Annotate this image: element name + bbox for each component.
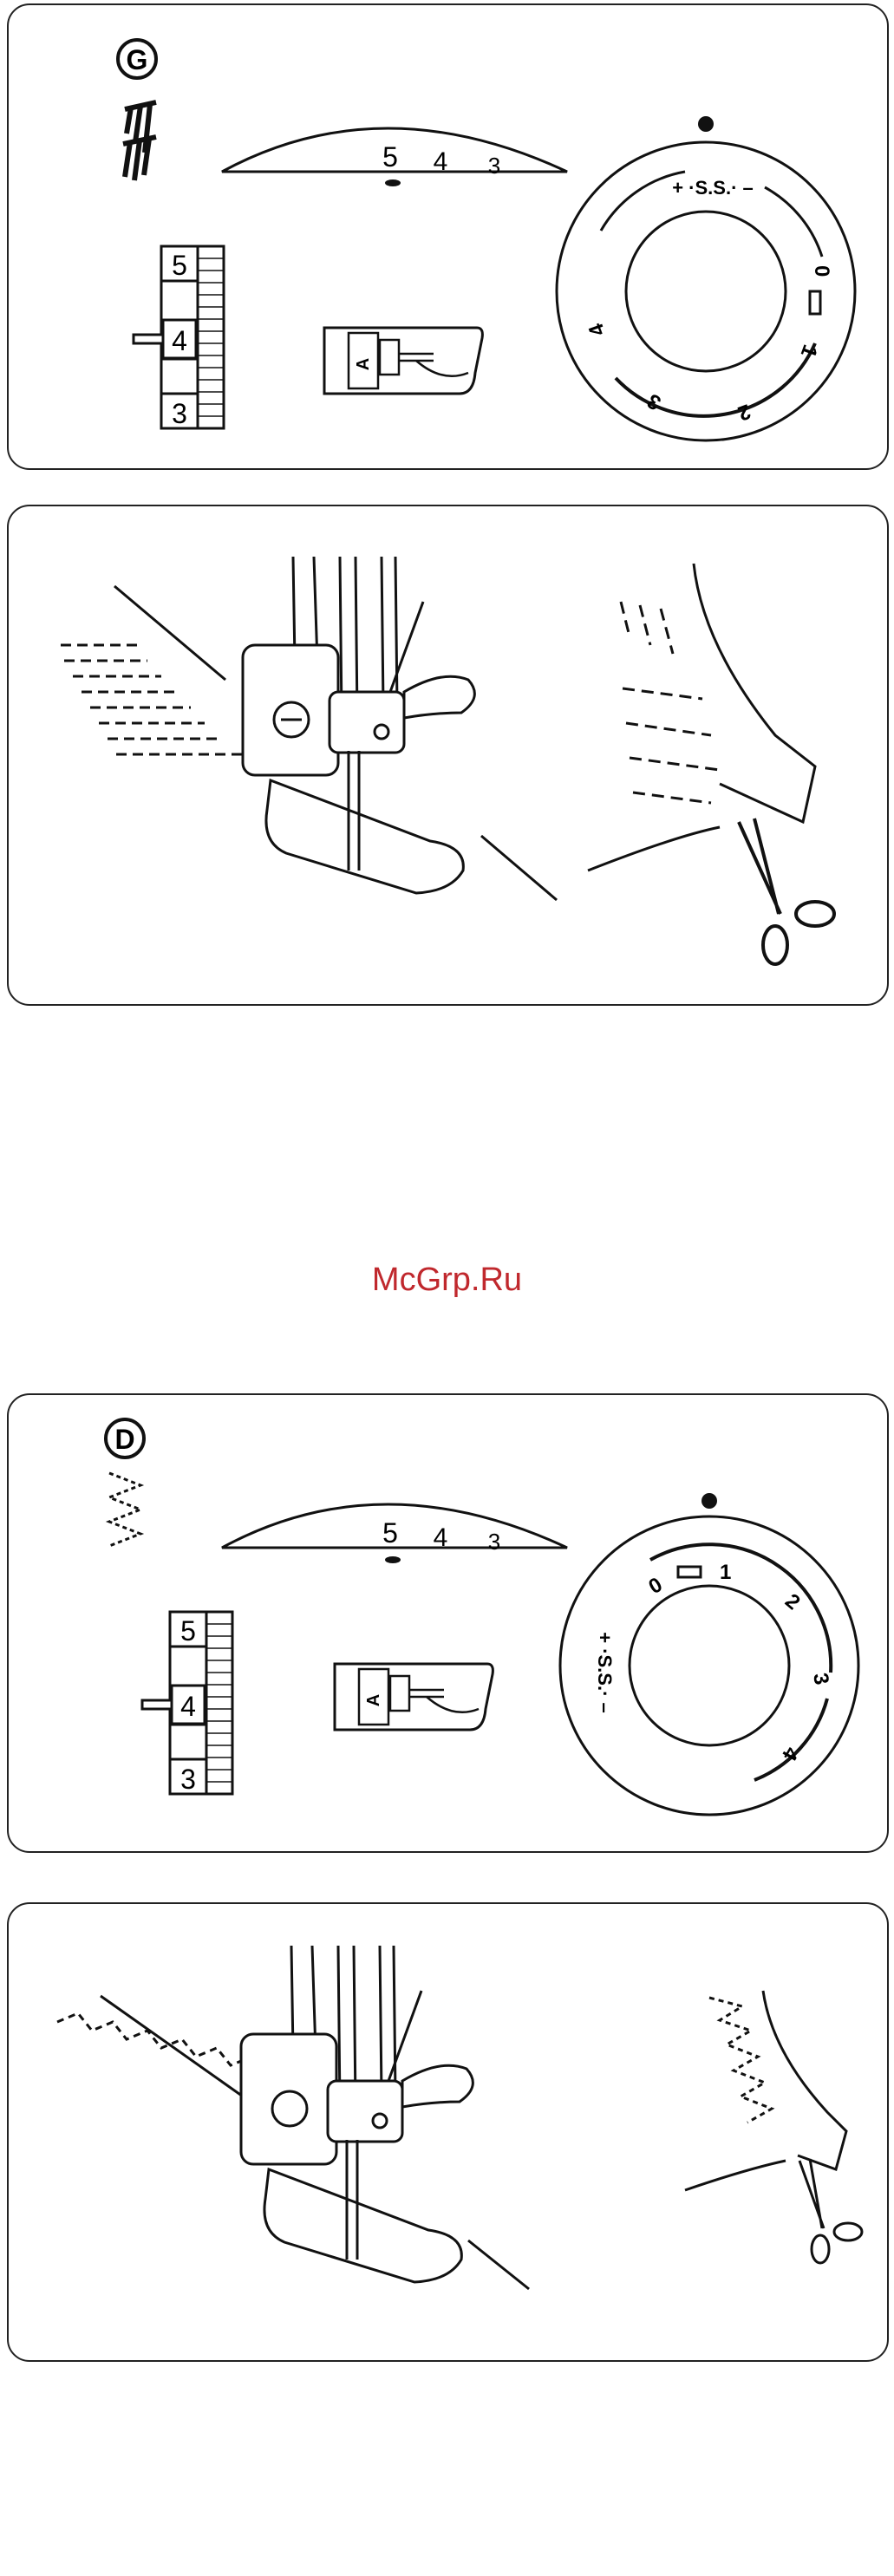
length-label-3: 3 — [488, 153, 500, 179]
pattern-badge-d: D — [106, 1419, 144, 1458]
dial-num-1: 1 — [720, 1561, 731, 1584]
sewing-illustration-g — [7, 505, 889, 1006]
ss-label: + ·S.S.· – — [594, 1632, 616, 1713]
sewing-illustration-d — [7, 1902, 889, 2362]
foot-label: A — [354, 358, 373, 370]
presser-foot-assembly — [243, 557, 474, 893]
width-label-4: 4 — [180, 1691, 196, 1722]
settings-panel-d-drawing: D 5 4 3 — [9, 1395, 891, 1855]
width-label-3: 3 — [172, 398, 187, 429]
pattern-badge-letter: D — [114, 1424, 134, 1455]
stitch-length-scale: 5 4 3 — [222, 1504, 567, 1563]
foot-label: A — [364, 1694, 383, 1706]
watermark: McGrp.Ru — [0, 1262, 894, 1299]
presser-foot-a-icon: A — [324, 328, 482, 394]
stitch-length-scale: 5 4 3 — [222, 128, 567, 186]
stitch-selector-dial-g: + ·S.S.· – 0 1 2 3 4 — [557, 116, 855, 440]
settings-panel-d: D 5 4 3 — [7, 1393, 889, 1853]
sewing-illustration-d-drawing — [9, 1904, 891, 2364]
fabric-cut-detail — [685, 1991, 846, 2190]
settings-panel-g-drawing: G 5 4 3 — [9, 5, 891, 472]
zigzag-pattern-icon — [109, 1473, 140, 1546]
ss-label: + ·S.S.· – — [672, 177, 754, 199]
fabric-cut-detail — [588, 564, 815, 871]
straight-stitch-pattern-icon — [123, 102, 156, 180]
presser-foot-a-icon: A — [335, 1664, 493, 1730]
length-label-5: 5 — [382, 141, 398, 173]
width-label-5: 5 — [180, 1615, 196, 1647]
stitch-width-scale: 5 4 3 — [134, 246, 224, 429]
settings-panel-g: G 5 4 3 — [7, 3, 889, 470]
width-label-5: 5 — [172, 250, 187, 281]
pattern-badge-g: G — [118, 40, 156, 78]
length-label-3: 3 — [488, 1529, 500, 1555]
dial-num-0: 0 — [810, 265, 833, 277]
scissors-icon — [739, 818, 834, 964]
stitch-width-scale: 5 4 3 — [142, 1612, 232, 1795]
presser-foot-assembly — [241, 1946, 473, 2282]
sewing-illustration-g-drawing — [9, 506, 891, 1008]
length-label-4: 4 — [434, 1523, 448, 1552]
length-label-4: 4 — [434, 147, 448, 176]
scissors-icon — [799, 2159, 862, 2263]
stitch-selector-dial-d: 0 1 2 3 4 + ·S.S.· – — [560, 1493, 858, 1815]
width-label-3: 3 — [180, 1764, 196, 1795]
pattern-badge-letter: G — [127, 44, 148, 75]
length-label-5: 5 — [382, 1517, 398, 1549]
width-label-4: 4 — [172, 325, 187, 356]
